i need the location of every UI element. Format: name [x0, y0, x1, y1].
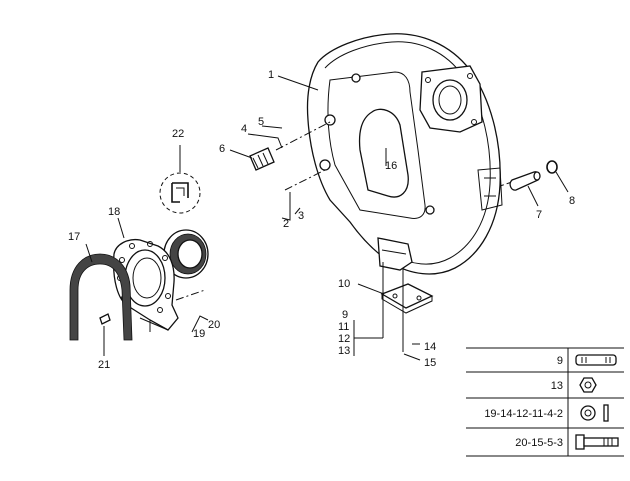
callout-20: 20	[208, 319, 220, 331]
fastener-legend-table: 9 13 19-14-12-11-4-2 20-15-5-3	[466, 347, 624, 457]
washer-icon	[580, 404, 609, 422]
callout-5: 5	[258, 116, 264, 128]
leader-lines	[85, 75, 569, 361]
cover-plate-10	[380, 283, 434, 314]
flywheel-housing	[306, 33, 503, 275]
callout-2: 2	[283, 218, 289, 230]
callout-19: 19	[193, 328, 205, 340]
callout-18: 18	[108, 206, 120, 218]
gasket-17	[69, 253, 133, 341]
hex-nut-icon	[579, 377, 597, 393]
callout-labels: 1 2 3 4 5 6 7 8 9 10 11 12 13 14 15 16 1…	[68, 69, 575, 371]
ring-8	[546, 160, 558, 174]
callout-21: 21	[98, 359, 110, 371]
callout-15: 15	[424, 357, 436, 369]
callout-9: 9	[342, 309, 348, 321]
legend-row-1-label: 9	[557, 355, 563, 367]
stud-6	[249, 147, 275, 171]
bolt-icon	[575, 434, 619, 450]
legend-row-2-label: 13	[551, 380, 563, 392]
callout-8: 8	[569, 195, 575, 207]
dowel-7	[509, 171, 541, 191]
callout-10: 10	[338, 278, 350, 290]
stud-icon	[575, 354, 617, 366]
legend-row-4-label: 20-15-5-3	[515, 437, 563, 449]
callout-13: 13	[338, 345, 350, 357]
callout-1: 1	[268, 69, 274, 81]
dowel-21	[99, 313, 111, 325]
callout-11: 11	[338, 321, 349, 333]
seal-carrier-18	[112, 238, 179, 332]
seal-detail-22	[159, 172, 201, 214]
callout-3: 3	[298, 210, 304, 222]
callout-4: 4	[241, 123, 247, 135]
callout-12: 12	[338, 333, 350, 345]
legend-row-3-label: 19-14-12-11-4-2	[484, 408, 563, 420]
callout-14: 14	[424, 341, 436, 353]
axis-line-bolt-2-3	[284, 169, 326, 191]
callout-22: 22	[172, 128, 184, 140]
oil-seal	[163, 229, 209, 279]
callout-6: 6	[219, 143, 225, 155]
callout-16: 16	[385, 160, 397, 172]
callout-7: 7	[536, 209, 542, 221]
axis-line-stud	[275, 121, 331, 151]
callout-17: 17	[68, 231, 80, 243]
